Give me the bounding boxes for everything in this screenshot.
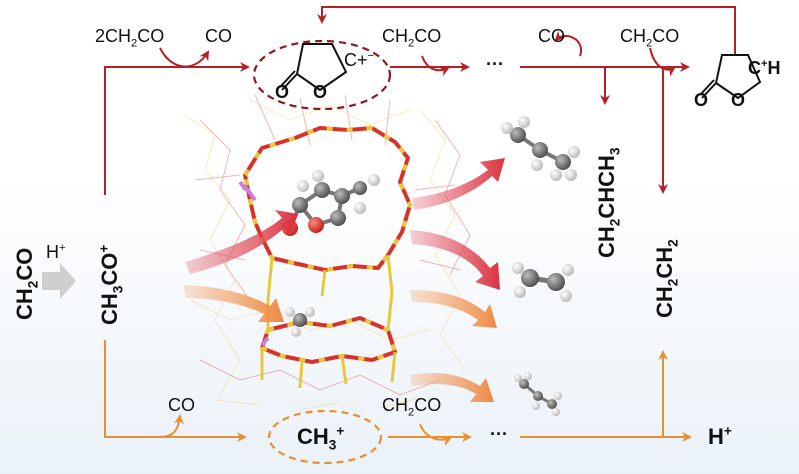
lactone-molecule-model — [282, 170, 380, 236]
lactone-left-charge: C+− — [344, 50, 375, 70]
ethylene-model — [512, 262, 574, 302]
proton-label: H+ — [708, 424, 732, 450]
co-out-bottom: CO — [168, 395, 195, 415]
zeolite-framework — [184, 94, 471, 411]
propylene-model — [501, 116, 580, 181]
lactone-right-o-carbonyl: O — [694, 90, 709, 110]
zeolite-ring — [238, 126, 412, 389]
reagents-2ketene: 2CH2CO — [95, 26, 165, 50]
lactone-left-o-carbonyl: O — [275, 82, 290, 102]
ethylene-label: CH2CH2 — [652, 239, 681, 318]
reagent-ketene-bottom: CH2CO — [382, 395, 442, 419]
left-lactone-ellipse — [252, 39, 392, 111]
reagent-ketene-3: CH2CO — [620, 26, 680, 50]
right-lactone-structure — [699, 54, 762, 100]
lactone-right-label: C+H — [748, 58, 781, 78]
protonation-arrow — [42, 263, 76, 299]
dots-bottom: ··· — [490, 424, 508, 444]
lactone-right-o-ring: O — [731, 90, 746, 110]
diffusion-arrows — [183, 158, 505, 402]
bottom-pathway-arrows — [104, 340, 692, 447]
acid-label: H+ — [46, 242, 66, 262]
dots-top: ··· — [486, 54, 504, 74]
acylium-label: CH3CO+ — [97, 244, 126, 325]
left-lactone-structure — [279, 43, 348, 92]
lactone-left-o-ring: O — [313, 82, 328, 102]
top-pathway-arrows — [104, 6, 736, 195]
co-out-1: CO — [205, 26, 232, 46]
methyl-cation-ellipse — [267, 409, 383, 465]
propane-model — [514, 372, 562, 416]
methyl-cation-label: CH3+ — [297, 424, 345, 453]
reagent-ketene-2: CH2CO — [382, 26, 442, 50]
co-out-2: CO — [538, 26, 565, 46]
propylene-label: CH2CHCH3 — [594, 147, 623, 259]
ketene-label: CH2CO — [12, 247, 41, 320]
methyl-model — [285, 307, 315, 337]
